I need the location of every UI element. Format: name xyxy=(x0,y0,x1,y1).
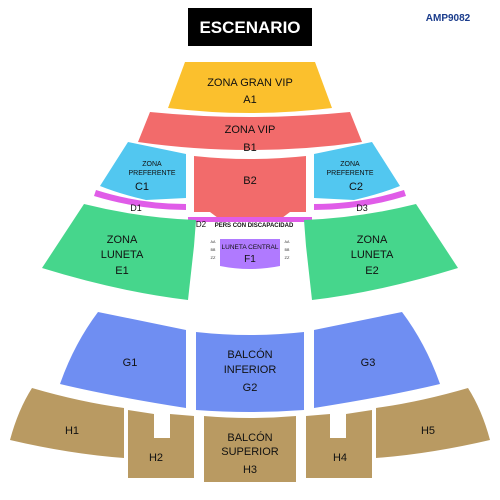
section-g3-code: G3 xyxy=(361,357,376,369)
map-code: AMP9082 xyxy=(426,13,471,24)
section-c1[interactable]: ZONA PREFERENTE C1 xyxy=(100,142,186,200)
section-d2[interactable]: D2 PERS CON DISCAPACIDAD xyxy=(188,217,312,229)
section-h1[interactable]: H1 xyxy=(10,388,124,458)
section-h3-name-2: SUPERIOR xyxy=(221,446,279,458)
section-d3-code: D3 xyxy=(356,203,368,213)
f1-row-labels-left: AA BB ZZ xyxy=(210,240,216,260)
section-h2[interactable]: H2 xyxy=(128,410,194,478)
section-e1-name-1: ZONA xyxy=(107,234,138,246)
section-h4[interactable]: H4 xyxy=(306,410,372,478)
section-f1-name: LUNETA CENTRAL xyxy=(222,244,279,251)
section-h3[interactable]: BALCÓN SUPERIOR H3 xyxy=(204,416,296,482)
section-b1-name: ZONA VIP xyxy=(225,124,276,136)
section-e2-name-1: ZONA xyxy=(357,234,388,246)
section-e1[interactable]: ZONA LUNETA E1 xyxy=(42,204,196,300)
section-a1[interactable]: ZONA GRAN VIP A1 xyxy=(168,62,332,113)
section-g2-code: G2 xyxy=(243,382,258,394)
section-h3-code: H3 xyxy=(243,464,257,476)
section-c1-name-2: PREFERENTE xyxy=(128,170,175,177)
section-h3-name-1: BALCÓN xyxy=(227,431,272,444)
section-c2-code: C2 xyxy=(349,181,363,193)
section-h1-code: H1 xyxy=(65,425,79,437)
section-g1-code: G1 xyxy=(123,357,138,369)
stage-block xyxy=(188,8,312,46)
stage-label: ESCENARIO xyxy=(199,18,300,37)
section-e1-name-2: LUNETA xyxy=(101,249,144,261)
section-e2-name-2: LUNETA xyxy=(351,249,394,261)
section-f1-code: F1 xyxy=(244,254,256,265)
section-c1-name-1: ZONA xyxy=(142,161,162,168)
f1-row-label: AA xyxy=(284,240,290,244)
section-b1[interactable]: ZONA VIP B1 xyxy=(138,112,362,154)
section-e1-code: E1 xyxy=(115,265,128,277)
f1-row-labels-right: AA BB ZZ xyxy=(284,240,290,260)
section-g2[interactable]: BALCÓN INFERIOR G2 xyxy=(196,332,304,412)
section-g1[interactable]: G1 xyxy=(60,312,186,408)
section-g3[interactable]: G3 xyxy=(314,312,440,408)
section-g2-name-1: BALCÓN xyxy=(227,348,272,361)
section-a1-code: A1 xyxy=(243,94,256,106)
section-h5-code: H5 xyxy=(421,425,435,437)
section-c2-name-1: ZONA xyxy=(340,161,360,168)
section-d2-code: D2 xyxy=(196,220,207,229)
section-c2[interactable]: ZONA PREFERENTE C2 xyxy=(314,142,400,200)
section-b2-code: B2 xyxy=(243,175,256,187)
section-f1[interactable]: LUNETA CENTRAL F1 xyxy=(220,239,280,269)
f1-row-label: BB xyxy=(285,248,290,252)
f1-row-label: BB xyxy=(211,248,216,252)
section-c1-code: C1 xyxy=(135,181,149,193)
stage: ESCENARIO xyxy=(188,8,312,46)
section-d1[interactable]: D1 xyxy=(94,190,186,213)
section-h4-code: H4 xyxy=(333,452,347,464)
section-c2-name-2: PREFERENTE xyxy=(326,170,373,177)
section-a1-name: ZONA GRAN VIP xyxy=(207,77,293,89)
section-d1-code: D1 xyxy=(130,203,142,213)
f1-row-label: ZZ xyxy=(285,256,290,260)
section-e2[interactable]: ZONA LUNETA E2 xyxy=(304,204,458,300)
f1-row-label: ZZ xyxy=(211,256,216,260)
section-e2-code: E2 xyxy=(365,265,378,277)
section-g2-name-2: INFERIOR xyxy=(224,364,277,376)
section-d3[interactable]: D3 xyxy=(314,190,406,213)
section-h5[interactable]: H5 xyxy=(376,388,490,458)
section-d2-note: PERS CON DISCAPACIDAD xyxy=(215,223,294,229)
section-h2-code: H2 xyxy=(149,452,163,464)
section-b1-code: B1 xyxy=(243,142,256,154)
section-b2[interactable]: B2 xyxy=(194,156,306,218)
f1-row-label: AA xyxy=(210,240,216,244)
